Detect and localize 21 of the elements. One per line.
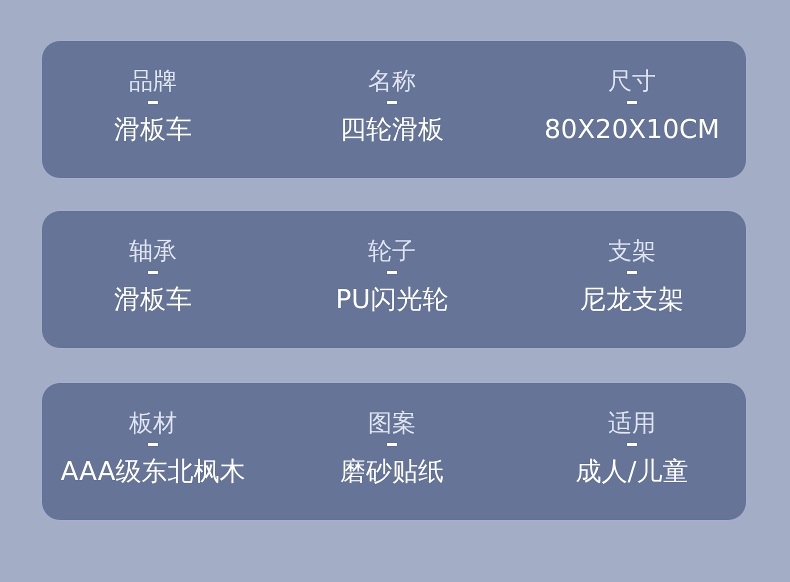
- spec-label: 名称: [368, 66, 416, 97]
- spec-label: 适用: [608, 408, 656, 439]
- spec-value: 四轮滑板: [340, 114, 444, 147]
- spec-panel: [42, 211, 746, 348]
- spec-value: AAA级东北枫木: [60, 456, 246, 489]
- spec-label: 轮子: [368, 236, 416, 267]
- spec-label: 图案: [368, 408, 416, 439]
- spec-label: 支架: [608, 236, 656, 267]
- spec-label: 轴承: [129, 236, 177, 267]
- spec-value: PU闪光轮: [336, 284, 448, 317]
- spec-value: 尼龙支架: [580, 284, 684, 317]
- spec-panel: [42, 383, 746, 520]
- spec-value: 滑板车: [114, 114, 192, 147]
- spec-value: 成人/儿童: [576, 456, 688, 489]
- spec-panel: [42, 41, 746, 178]
- spec-label: 板材: [129, 408, 177, 439]
- spec-value: 80X20X10CM: [544, 114, 720, 147]
- spec-value: 磨砂贴纸: [340, 456, 444, 489]
- spec-value: 滑板车: [114, 284, 192, 317]
- spec-label: 品牌: [129, 66, 177, 97]
- spec-label: 尺寸: [608, 66, 656, 97]
